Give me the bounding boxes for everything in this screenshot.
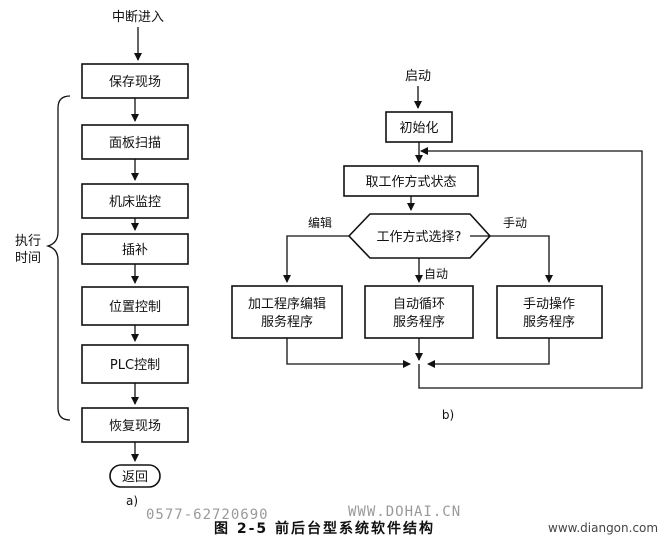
branch-label-edit: 编辑 xyxy=(308,215,332,230)
execution-time-brace xyxy=(45,95,71,421)
read-mode-label: 取工作方式状态 xyxy=(365,174,456,190)
arrow-edit-branch xyxy=(283,235,349,283)
end-terminal xyxy=(109,464,161,488)
brace-label-line2: 时间 xyxy=(15,251,41,266)
auto-service-label-line1: 自动循环 xyxy=(393,297,445,312)
right-flowchart: 启动 初始化 取工作方式状态 工作方式选择? 编辑 自动 手动 加工程序编辑 服… xyxy=(231,69,643,422)
edit-service-label-line1: 加工程序编辑 xyxy=(248,297,326,312)
branch-label-manual: 手动 xyxy=(503,216,527,230)
init-label: 初始化 xyxy=(399,121,438,136)
step-box-6 xyxy=(81,344,189,384)
left-sublabel: a) xyxy=(126,494,138,508)
step-box-5 xyxy=(81,286,189,326)
decision-label: 工作方式选择? xyxy=(377,229,462,245)
step-label-3: 机床监控 xyxy=(109,195,161,210)
brace-label-line1: 执行 xyxy=(15,234,41,249)
arrow-manual-branch xyxy=(470,235,553,283)
edit-service-box xyxy=(231,285,343,339)
site-watermark: www.diangon.com xyxy=(548,521,658,535)
step-box-7 xyxy=(81,407,189,443)
manual-service-label-line1: 手动操作 xyxy=(523,296,575,312)
step-label-4: 插补 xyxy=(122,243,148,258)
watermark-phone: 0577-62720690 xyxy=(146,507,269,523)
read-mode-box xyxy=(343,165,479,197)
step-label-5: 位置控制 xyxy=(109,300,161,315)
step-box-2 xyxy=(81,124,189,160)
edit-service-label-line2: 服务程序 xyxy=(261,314,313,330)
branch-label-auto: 自动 xyxy=(424,267,448,281)
manual-service-box xyxy=(496,285,603,339)
manual-service-label-line2: 服务程序 xyxy=(523,314,575,330)
watermark-site: WWW.DOHAI.CN xyxy=(348,504,461,520)
right-sublabel: b) xyxy=(442,408,454,422)
step-box-3 xyxy=(81,183,189,219)
step-label-2: 面板扫描 xyxy=(109,136,161,151)
merge-line-right xyxy=(427,338,550,368)
step-label-6: PLC控制 xyxy=(110,358,160,373)
auto-service-box xyxy=(364,285,474,339)
auto-service-label-line2: 服务程序 xyxy=(393,314,445,330)
figure-caption: 图 2-5 前后台型系统软件结构 xyxy=(214,520,435,537)
left-start-label: 中断进入 xyxy=(112,10,164,25)
left-flowchart: 中断进入 保存现场 面板扫描 机床监控 插补 位置控制 PLC控制 恢复现场 返… xyxy=(15,10,189,508)
loop-back-line xyxy=(418,147,643,389)
end-terminal-label: 返回 xyxy=(122,470,148,485)
step-label-1: 保存现场 xyxy=(109,75,161,90)
right-start-label: 启动 xyxy=(405,69,431,84)
merge-line-left xyxy=(286,338,411,368)
step-label-7: 恢复现场 xyxy=(109,419,161,434)
